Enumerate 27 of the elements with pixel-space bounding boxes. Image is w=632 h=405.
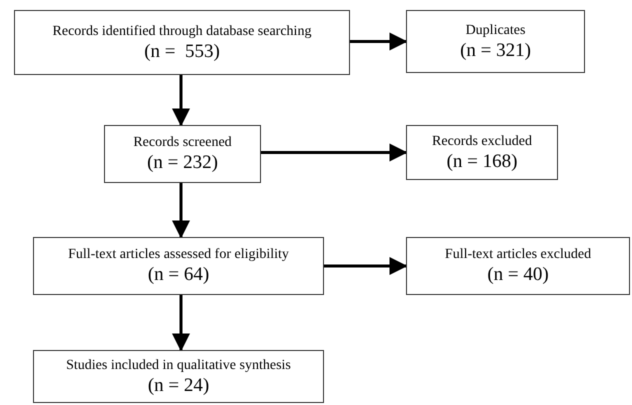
count-text: (n = 553) <box>144 40 220 62</box>
process-box <box>14 10 350 75</box>
count-text: (n = 232) <box>147 152 218 174</box>
box-title: Studies included in qualitative synthesis <box>66 356 291 374</box>
box-title: Duplicates <box>466 22 526 40</box>
arrow <box>172 295 190 352</box>
box-title: Full-text articles assessed for eligibility <box>68 246 289 264</box>
arrow <box>261 144 408 162</box>
count-text: (n = 40) <box>487 264 549 286</box>
process-box <box>104 125 261 183</box>
count-text: (n = 321) <box>460 40 531 62</box>
process-box <box>33 350 324 403</box>
process-box <box>406 125 558 180</box>
arrow <box>172 183 190 238</box>
process-box <box>406 10 585 73</box>
process-box <box>406 237 630 295</box>
arrow <box>350 32 408 50</box>
box-title: Records excluded <box>432 132 532 150</box>
box-title: Records identified through database searching <box>52 22 312 40</box>
count-text: (n = 64) <box>148 264 210 286</box>
process-box <box>33 237 324 295</box>
count-text: (n = 24) <box>148 374 210 396</box>
box-title: Records screened <box>133 134 232 152</box>
arrow <box>172 75 190 126</box>
box-title: Full-text articles excluded <box>444 246 592 264</box>
count-text: (n = 168) <box>446 150 518 172</box>
arrow <box>324 257 408 275</box>
